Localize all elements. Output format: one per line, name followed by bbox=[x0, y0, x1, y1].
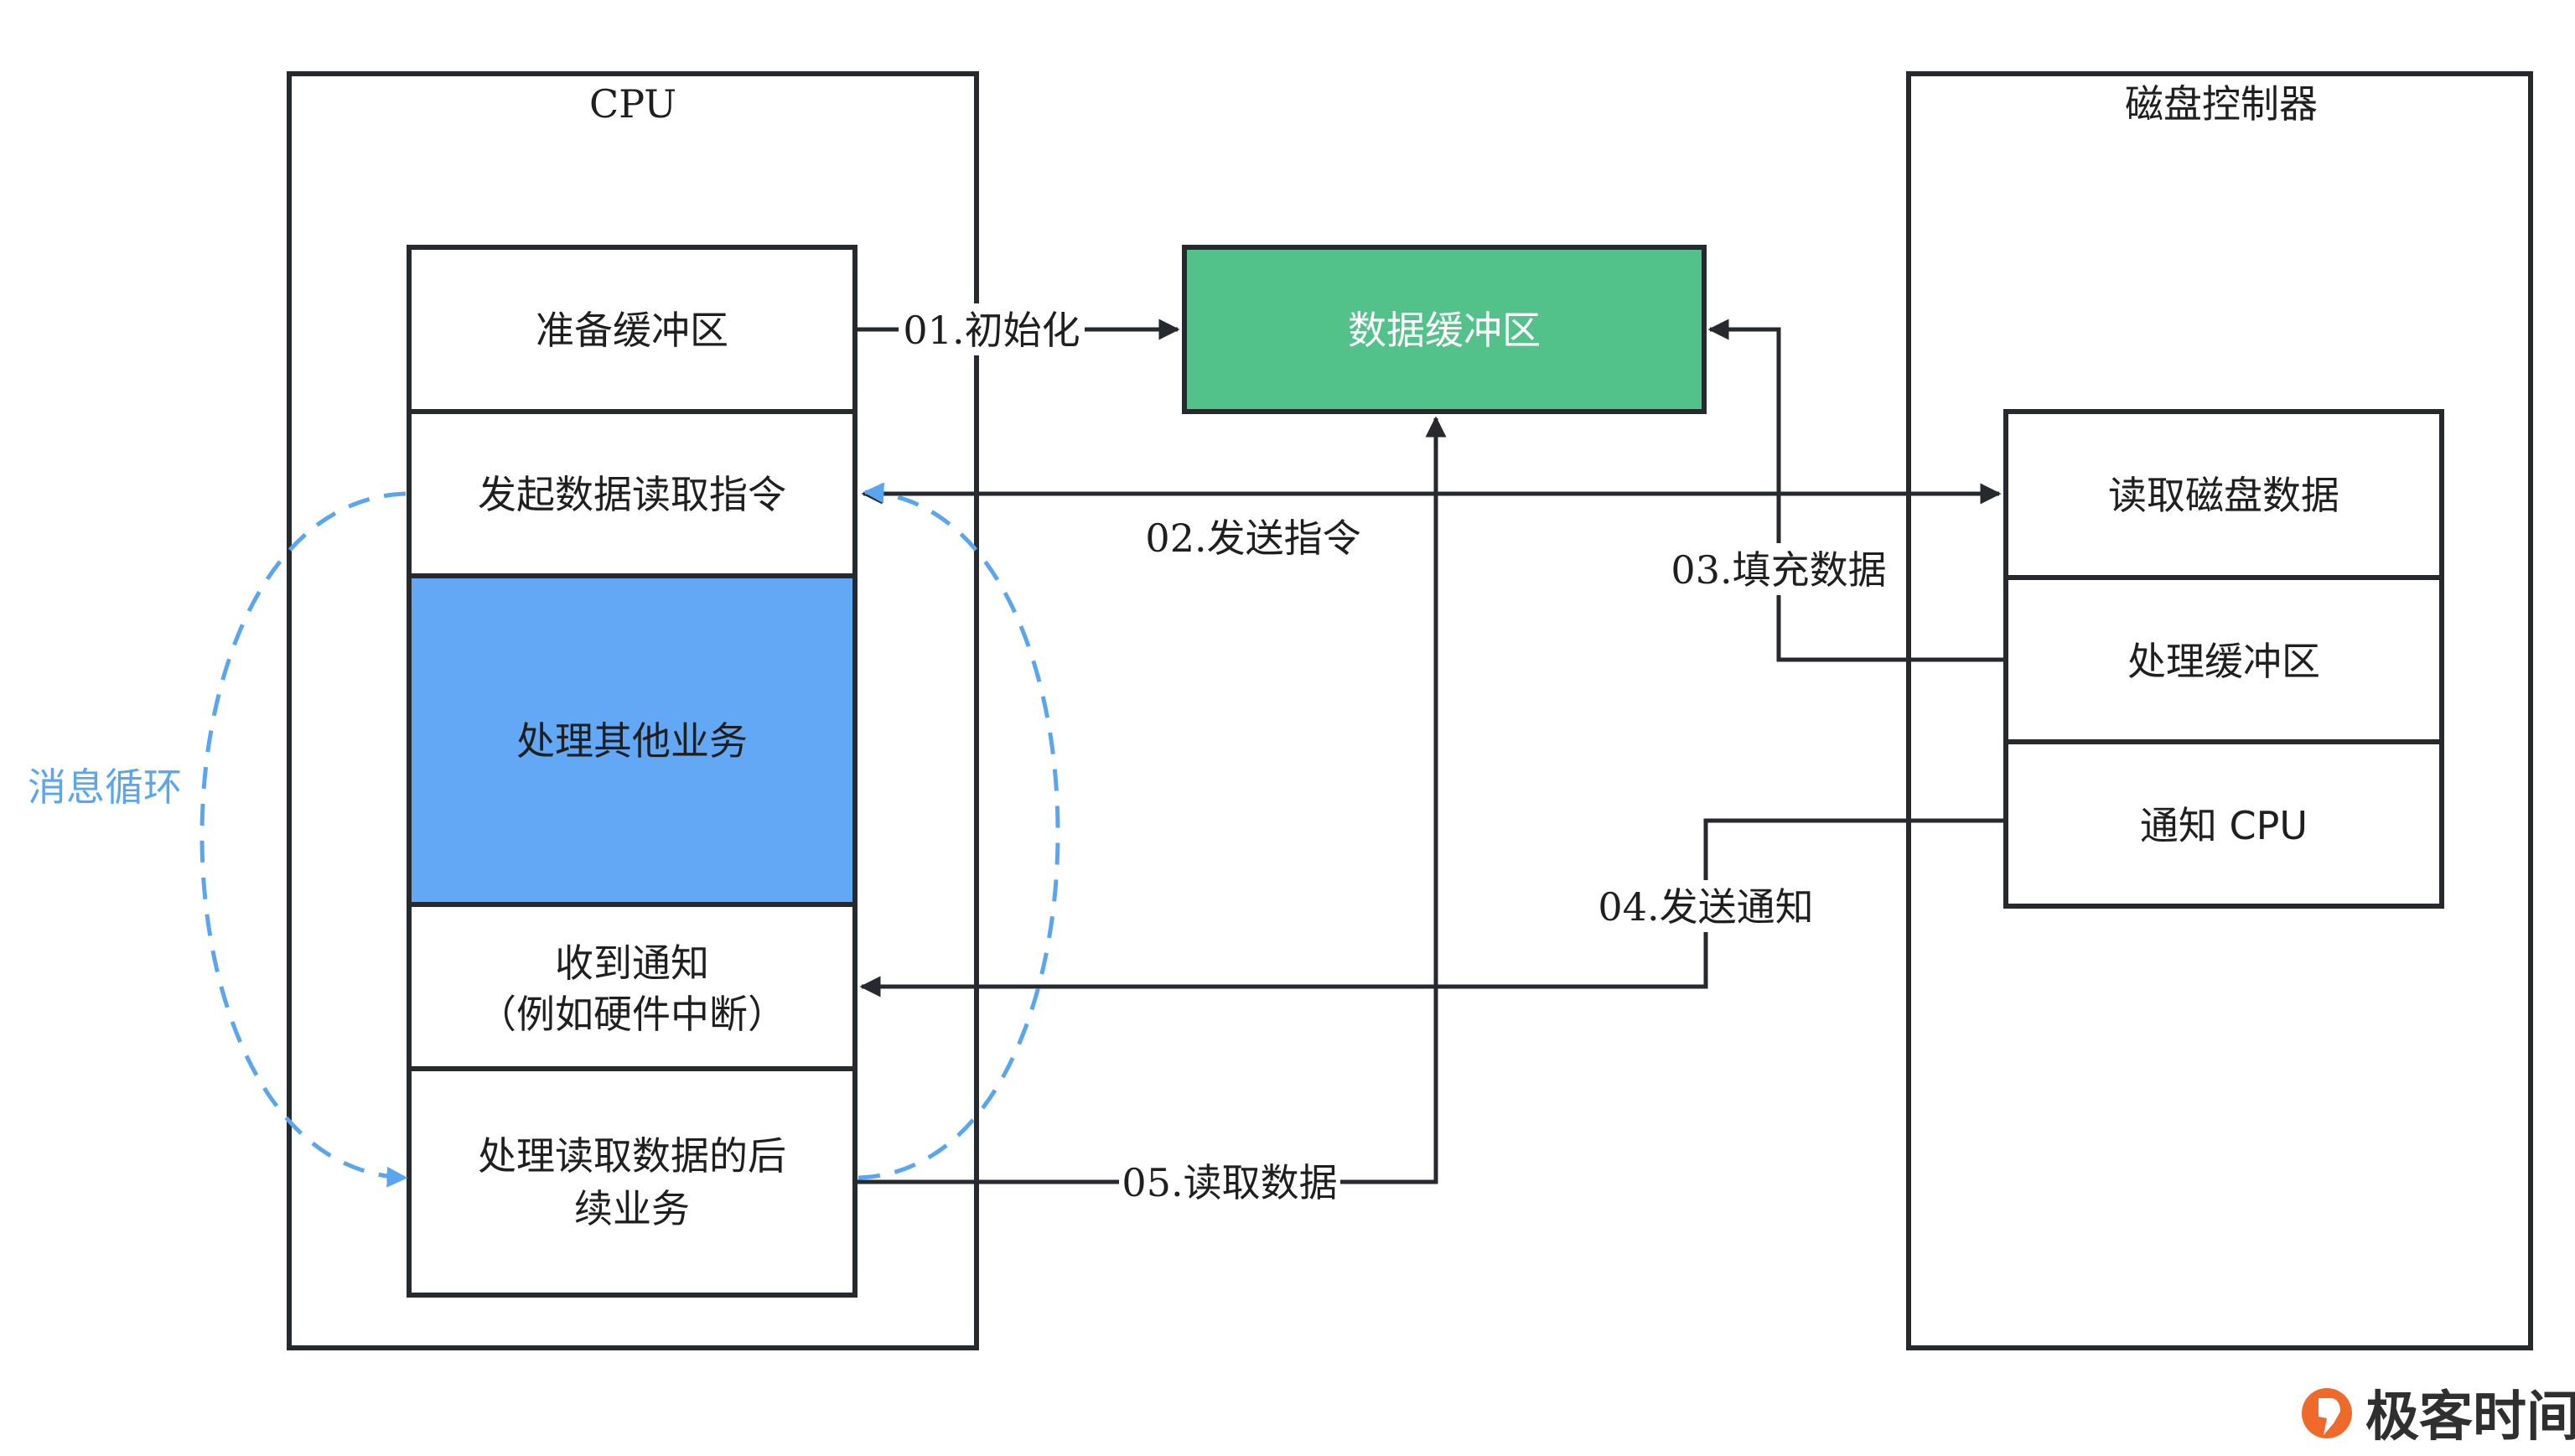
cpu-step-receive-notice bbox=[407, 902, 857, 1071]
cpu-step-label: 准备缓冲区 bbox=[536, 308, 728, 353]
edge-label: 05.读取数据 bbox=[1122, 1160, 1337, 1205]
cpu-step-label: 处理其他业务 bbox=[516, 718, 748, 764]
cpu-step-label: 收到通知 bbox=[555, 940, 709, 986]
edge-label: 03.填充数据 bbox=[1671, 547, 1886, 593]
edge-label: 04.发送通知 bbox=[1598, 884, 1813, 930]
message-loop: 消息循环 bbox=[28, 482, 1060, 1188]
disk-step-label: 通知 CPU bbox=[2140, 803, 2308, 848]
message-loop-label: 消息循环 bbox=[28, 764, 182, 810]
cpu-step-label: 发起数据读取指令 bbox=[478, 472, 786, 517]
cpu-step-prepare-buffer bbox=[407, 245, 857, 414]
disk-step-label: 处理缓冲区 bbox=[2127, 639, 2320, 684]
edge-03-fill-data: 03.填充数据 bbox=[1668, 319, 2006, 662]
edge-label: 02.发送指令 bbox=[1145, 516, 1360, 561]
disk-step-notify-cpu bbox=[2003, 739, 2444, 909]
cpu-step-label: 续业务 bbox=[574, 1186, 690, 1231]
cpu-step-list: 准备缓冲区 发起数据读取指令 处理其他业务 收到通知 （例如硬件中断） 处理读取… bbox=[407, 245, 857, 1298]
cpu-step-issue-read bbox=[407, 409, 857, 578]
geektime-logo-text: 极客时间 bbox=[2365, 1386, 2575, 1448]
edge-02-send-command: 02.发送指令 bbox=[861, 483, 2002, 561]
data-buffer-label: 数据缓冲区 bbox=[1348, 308, 1541, 353]
cpu-step-label: 处理读取数据的后 bbox=[478, 1133, 786, 1179]
edge-label: 01.初始化 bbox=[903, 308, 1080, 353]
edge-04-send-notice: 04.发送通知 bbox=[859, 818, 2006, 997]
disk-step-list: 读取磁盘数据 处理缓冲区 通知 CPU bbox=[2003, 409, 2444, 909]
cpu-step-label: （例如硬件中断） bbox=[478, 992, 786, 1037]
edge-05-read-data: 05.读取数据 bbox=[855, 416, 1447, 1208]
data-buffer-box bbox=[1182, 245, 1707, 414]
cpu-step-other-work bbox=[407, 573, 857, 907]
disk-controller-title: 磁盘控制器 bbox=[2125, 81, 2318, 127]
geektime-logo: 极客时间 bbox=[2302, 1386, 2575, 1448]
cpu-step-post-processing bbox=[407, 1066, 857, 1298]
disk-step-label: 读取磁盘数据 bbox=[2108, 473, 2339, 518]
cpu-title: CPU bbox=[589, 81, 676, 127]
edge-01-init: 01.初始化 bbox=[855, 303, 1180, 355]
